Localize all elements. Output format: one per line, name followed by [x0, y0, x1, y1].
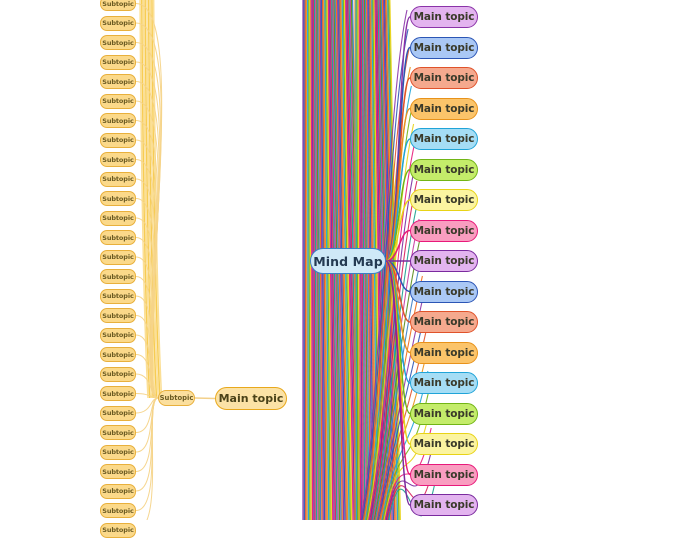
- main-topic-node-label: Main topic: [413, 499, 475, 511]
- subtopic-node-label: Subtopic: [102, 214, 134, 222]
- subtopic-node-label: Subtopic: [102, 194, 134, 203]
- subtopic-node-label: Subtopic: [102, 526, 134, 534]
- main-topic-node[interactable]: Main topic: [410, 36, 478, 59]
- main-topic-node-label: Main topic: [413, 377, 475, 389]
- subtopic-node-label: Subtopic: [102, 116, 134, 125]
- subtopic-node-label: Subtopic: [102, 448, 134, 456]
- subtopic-node[interactable]: Subtopic: [100, 171, 136, 187]
- subtopic-node[interactable]: Subtopic: [100, 132, 136, 148]
- main-topic-node[interactable]: Main topic: [410, 341, 478, 364]
- center-node-label: Mind Map: [313, 253, 383, 269]
- subtopic-node[interactable]: Subtopic: [100, 386, 136, 401]
- subtopic-node-label: Subtopic: [102, 409, 134, 417]
- subtopic-node[interactable]: Subtopic: [100, 210, 136, 226]
- subtopic-node[interactable]: Subtopic: [100, 483, 136, 499]
- subtopic-node[interactable]: Subtopic: [100, 93, 136, 109]
- center-node[interactable]: Mind Map: [310, 248, 386, 274]
- main-topic-node[interactable]: Main topic: [410, 433, 478, 455]
- subtopic-node-label: Subtopic: [102, 77, 134, 86]
- subtopic-node[interactable]: Subtopic: [100, 522, 136, 538]
- main-topic-node-label: Main topic: [413, 316, 475, 328]
- subtopic-node[interactable]: Subtopic: [100, 425, 136, 440]
- subtopic-node[interactable]: Subtopic: [100, 152, 136, 167]
- main-topic-node-label: Main topic: [413, 285, 475, 298]
- subtopic-node[interactable]: Subtopic: [100, 35, 136, 50]
- subtopic-node-label: Subtopic: [102, 311, 134, 320]
- main-topic-node[interactable]: Main topic: [410, 219, 478, 242]
- subtopic-node-label: Subtopic: [102, 506, 134, 515]
- subtopic-node-label: Subtopic: [102, 58, 134, 66]
- subtopic-node-label: Subtopic: [102, 19, 134, 27]
- main-topic-node[interactable]: Main topic: [410, 250, 478, 272]
- subtopic-node[interactable]: Subtopic: [100, 54, 136, 70]
- subtopic-node-label: Subtopic: [102, 0, 134, 8]
- main-topic-node[interactable]: Main topic: [410, 128, 478, 150]
- main-topic-node[interactable]: Main topic: [410, 463, 478, 486]
- subtopic-node[interactable]: Subtopic: [100, 405, 136, 421]
- main-topic-node[interactable]: Main topic: [410, 280, 478, 303]
- subtopic-node-label: Subtopic: [102, 38, 134, 47]
- subtopic-node-label: Subtopic: [102, 487, 134, 495]
- subtopic-node[interactable]: Subtopic: [100, 15, 136, 31]
- subtopic-node[interactable]: Subtopic: [100, 464, 136, 479]
- subtopic-node-label: Subtopic: [102, 175, 134, 183]
- subtopic-node[interactable]: Subtopic: [100, 0, 136, 11]
- subtopic-node-label: Subtopic: [102, 233, 134, 242]
- main-topic-node-label: Main topic: [413, 194, 475, 206]
- subtopic-node-label: Subtopic: [102, 350, 134, 359]
- subtopic-node[interactable]: Subtopic: [100, 347, 136, 362]
- subtopic-hub-node-label: Subtopic: [159, 394, 194, 402]
- main-topic-node-label: Main topic: [413, 133, 475, 145]
- subtopic-node-label: Subtopic: [102, 253, 134, 261]
- subtopic-node[interactable]: Subtopic: [100, 230, 136, 245]
- subtopic-node[interactable]: Subtopic: [100, 503, 136, 518]
- subtopic-node-label: Subtopic: [102, 389, 134, 398]
- subtopic-node[interactable]: Subtopic: [100, 269, 136, 284]
- main-topic-node[interactable]: Main topic: [410, 372, 478, 394]
- main-topic-node-label: Main topic: [413, 102, 475, 115]
- main-topic-node[interactable]: Main topic: [410, 494, 478, 516]
- subtopic-node-label: Subtopic: [102, 97, 134, 105]
- main-topic-node-label: Main topic: [413, 346, 475, 359]
- subtopic-node-label: Subtopic: [102, 272, 134, 281]
- subtopic-hub-node[interactable]: Subtopic: [158, 390, 195, 406]
- main-topic-node-label: Main topic: [413, 255, 475, 267]
- main-topic-node[interactable]: Main topic: [410, 158, 478, 181]
- subtopic-node-label: Subtopic: [102, 292, 134, 300]
- main-topic-node[interactable]: Main topic: [410, 67, 478, 89]
- subtopic-node-label: Subtopic: [102, 370, 134, 378]
- subtopic-node[interactable]: Subtopic: [100, 308, 136, 323]
- main-topic-node-label: Main topic: [413, 438, 475, 450]
- main-topic-node[interactable]: Main topic: [410, 189, 478, 211]
- main-topic-node-label: Main topic: [413, 224, 475, 237]
- subtopic-node[interactable]: Subtopic: [100, 327, 136, 343]
- subtopic-node-label: Subtopic: [102, 428, 134, 437]
- subtopic-node-label: Subtopic: [102, 331, 134, 339]
- main-topic-node-label: Main topic: [413, 468, 475, 481]
- subtopic-node-label: Subtopic: [102, 467, 134, 476]
- subtopic-node[interactable]: Subtopic: [100, 249, 136, 265]
- left-main-topic-node-label: Main topic: [218, 392, 284, 405]
- left-main-topic-node[interactable]: Main topic: [215, 387, 287, 410]
- subtopic-node-label: Subtopic: [102, 136, 134, 144]
- subtopic-node[interactable]: Subtopic: [100, 113, 136, 128]
- subtopic-node-label: Subtopic: [102, 155, 134, 164]
- subtopic-node[interactable]: Subtopic: [100, 288, 136, 304]
- main-topic-node-label: Main topic: [413, 11, 475, 23]
- main-topic-node-label: Main topic: [413, 407, 475, 420]
- main-topic-node-label: Main topic: [413, 163, 475, 176]
- main-topic-node[interactable]: Main topic: [410, 402, 478, 425]
- subtopic-node[interactable]: Subtopic: [100, 74, 136, 89]
- subtopic-node[interactable]: Subtopic: [100, 191, 136, 206]
- main-topic-node[interactable]: Main topic: [410, 311, 478, 333]
- main-topic-node[interactable]: Main topic: [410, 97, 478, 120]
- main-topic-node[interactable]: Main topic: [410, 6, 478, 28]
- main-topic-node-label: Main topic: [413, 72, 475, 84]
- main-topic-node-label: Main topic: [413, 41, 475, 54]
- subtopic-node[interactable]: Subtopic: [100, 366, 136, 382]
- subtopic-node[interactable]: Subtopic: [100, 444, 136, 460]
